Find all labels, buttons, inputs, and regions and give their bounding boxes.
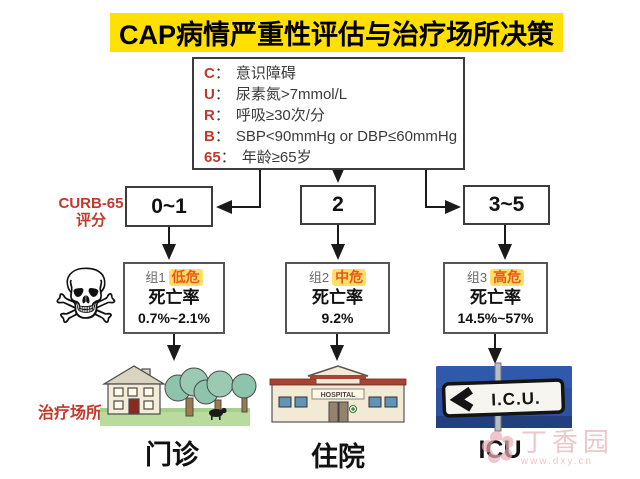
criteria-key: U [204, 86, 215, 104]
criteria-text: 年龄≥65岁 [241, 148, 312, 166]
risk-badge: 低危 [168, 269, 203, 286]
icu-sign-icon: I.C.U. [436, 362, 572, 432]
mortality-label: 死亡率 [148, 288, 200, 307]
icu-sign-text: I.C.U. [491, 389, 541, 410]
destination-label-outpatient: 门诊 [145, 440, 199, 470]
group-number: 组2 [308, 270, 330, 285]
score-box-2: 2 [300, 185, 376, 225]
hospital-illustration: HOSPITAL [269, 364, 407, 428]
criteria-key: B [204, 127, 215, 145]
risk-badge: 高危 [490, 269, 525, 286]
connector-criteria-to-score1 [216, 170, 261, 214]
score-box-3-5: 3~5 [463, 185, 550, 225]
hospital-icon: HOSPITAL [269, 365, 407, 423]
curb65-criteria-box: C：意识障碍 U：尿素氮>7mmol/L R：呼吸≥30次/分 B：SBP<90… [192, 57, 465, 170]
mortality-value: 9.2% [321, 310, 354, 326]
criteria-key: C [204, 65, 215, 83]
risk-badge: 中危 [332, 269, 367, 286]
criteria-text: 尿素氮>7mmol/L [235, 86, 348, 104]
house-clinic-illustration [98, 362, 257, 432]
dxy-watermark: ✿ 丁香园 www.dxy.cn [475, 418, 640, 478]
connector-criteria-to-score3 [425, 170, 461, 214]
skull-crossbones-icon: ☠ [51, 255, 121, 340]
hospital-sign-text: HOSPITAL [321, 392, 357, 399]
criteria-text: 呼吸≥30次/分 [235, 106, 325, 124]
watermark-name: 丁香园 [520, 427, 614, 457]
criteria-text: SBP<90mmHg or DBP≤60mmHg [235, 127, 458, 145]
curb65-score-label: CURB-65 评分 [52, 195, 130, 229]
criteria-separator: ： [214, 65, 230, 83]
watermark-url: www.dxy.cn [520, 456, 593, 467]
mortality-label: 死亡率 [312, 288, 363, 307]
treatment-site-label: 治疗场所 [37, 405, 102, 422]
criteria-separator: ： [214, 106, 230, 124]
criteria-row-65: 65： 年龄≥65岁 [204, 148, 459, 168]
criteria-separator: ： [220, 148, 236, 166]
mortality-label: 死亡率 [470, 288, 521, 307]
criteria-row-r: R： 呼吸≥30次/分 [204, 106, 459, 126]
flower-logo-icon: ✿ [475, 419, 522, 476]
criteria-separator: ： [214, 127, 230, 145]
criteria-key: 65 [204, 148, 221, 166]
score-box-0-1: 0~1 [125, 186, 213, 227]
criteria-row-b: B： SBP<90mmHg or DBP≤60mmHg [204, 127, 459, 147]
criteria-text: 意识障碍 [235, 65, 296, 83]
icu-sign-photo: I.C.U. [436, 362, 572, 432]
criteria-key: R [204, 106, 215, 124]
page-title: CAP病情严重性评估与治疗场所决策 [110, 13, 563, 52]
house-clinic-icon [100, 365, 257, 426]
mortality-value: 14.5%~57% [457, 310, 534, 326]
criteria-row-u: U： 尿素氮>7mmol/L [204, 85, 459, 105]
group-number: 组3 [466, 270, 488, 285]
cow-figure [209, 407, 227, 420]
curb65-score-label-line2: 评分 [75, 212, 106, 229]
group-number: 组1 [145, 270, 166, 285]
destination-label-inpatient: 住院 [311, 442, 365, 472]
curb65-score-label-line1: CURB-65 [58, 195, 124, 212]
criteria-separator: ： [214, 86, 230, 104]
destination-label-icu: ICU [478, 436, 522, 464]
watermark-text-block: 丁香园 www.dxy.cn [521, 428, 614, 468]
mortality-value: 0.7%~2.1% [138, 310, 210, 326]
criteria-row-c: C： 意识障碍 [204, 64, 459, 84]
